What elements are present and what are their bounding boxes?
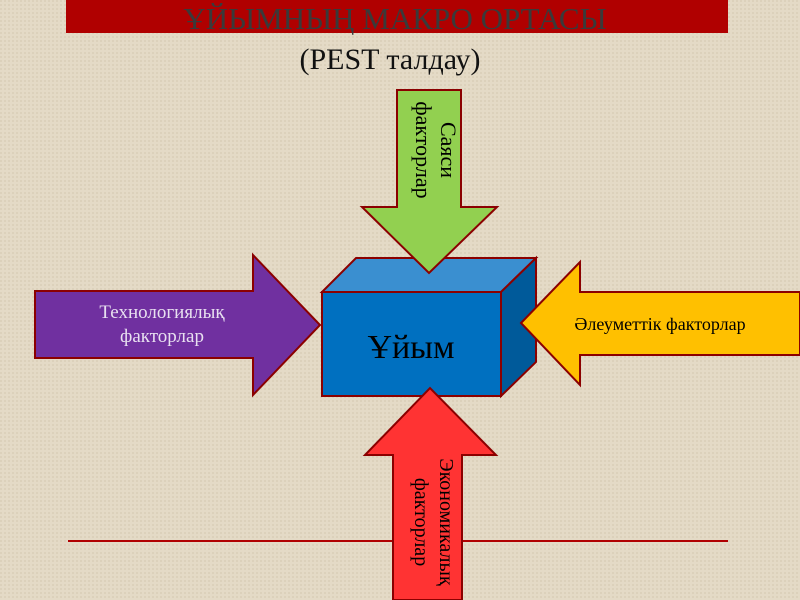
economic-label-line2: факторлар xyxy=(410,478,432,566)
slide-subtitle: (PEST талдау) xyxy=(299,43,480,76)
political-label: Саяси факторлар xyxy=(411,101,461,198)
economic-label: Экономикалық факторлар xyxy=(410,458,457,585)
economic-label-line1: Экономикалық xyxy=(435,458,457,585)
title-bar xyxy=(66,0,728,33)
technological-label-line1: Технологиялық xyxy=(99,302,225,323)
technological-label-line2: факторлар xyxy=(120,326,204,347)
economic-arrow xyxy=(362,386,499,600)
political-arrow xyxy=(359,89,500,275)
social-label: Әлеуметтік факторлар xyxy=(574,314,745,334)
social-arrow xyxy=(519,259,800,388)
organization-label: Ұйым xyxy=(367,329,454,366)
political-label-line1: Саяси xyxy=(436,122,461,178)
box-front xyxy=(321,291,502,397)
political-label-line2: факторлар xyxy=(411,101,436,198)
organization-box xyxy=(319,255,539,399)
technological-arrow xyxy=(34,252,322,398)
slide-title: ҰЙЫМНЫҢ МАКРО ОРТАСЫ xyxy=(183,1,606,36)
